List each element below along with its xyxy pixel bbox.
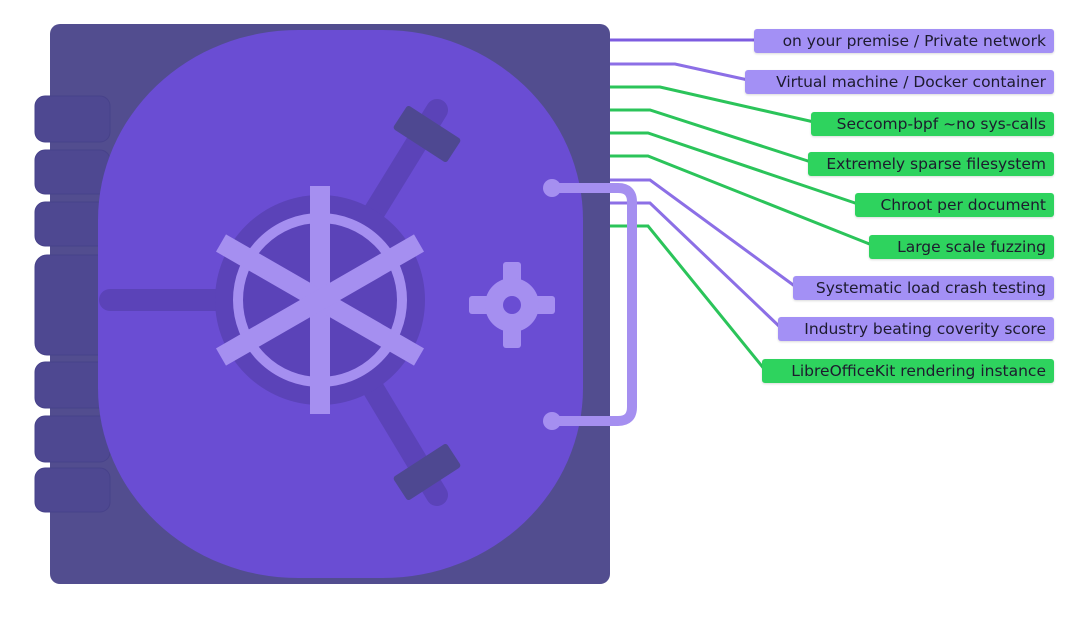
label-chroot: Chroot per document (855, 193, 1054, 217)
label-coverity: Industry beating coverity score (778, 317, 1054, 341)
connector-line-5 (610, 131, 859, 206)
connector-line-4 (610, 108, 812, 164)
lock-knob (469, 262, 555, 348)
vault (34, 24, 637, 584)
label-libreofficekit: LibreOfficeKit rendering instance (762, 359, 1054, 383)
label-virtual-machine: Virtual machine / Docker container (745, 70, 1054, 94)
door-handle-bottom-knob (543, 412, 561, 430)
connector-lines (610, 38, 873, 371)
dial-spokes (216, 186, 424, 414)
connector-line-2 (610, 62, 749, 82)
connector-line-9 (610, 224, 767, 371)
connector-line-7 (610, 178, 797, 289)
bolt-top (393, 105, 461, 163)
vault-hinges-front (34, 95, 111, 513)
bolt-bottom (393, 443, 461, 501)
connector-line-8 (610, 201, 783, 330)
door-handle (552, 183, 637, 426)
label-sparse-filesystem: Extremely sparse filesystem (808, 152, 1054, 176)
door-handle-top-knob (543, 179, 561, 197)
label-crash-testing: Systematic load crash testing (793, 276, 1054, 300)
label-seccomp: Seccomp-bpf ~no sys-calls (811, 112, 1054, 136)
connector-line-3 (610, 85, 815, 124)
label-fuzzing: Large scale fuzzing (869, 235, 1054, 259)
label-private-network: on your premise / Private network (754, 29, 1054, 53)
connector-line-6 (610, 154, 873, 247)
